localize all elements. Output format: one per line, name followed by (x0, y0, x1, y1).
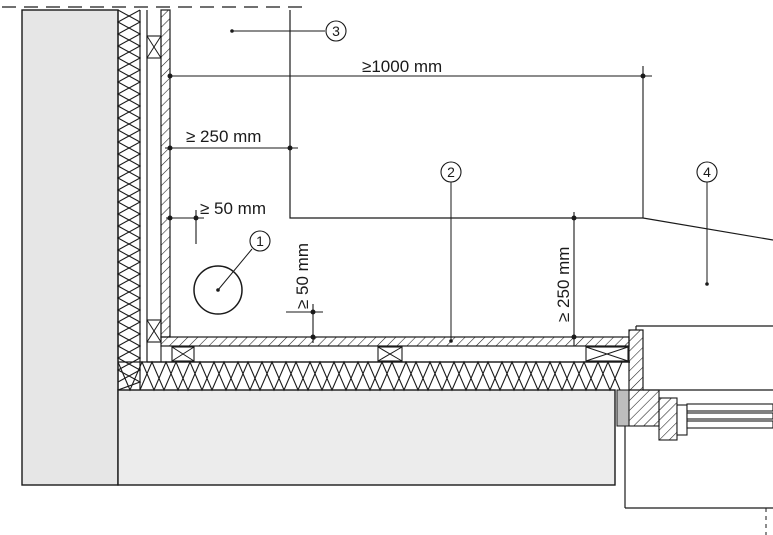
pipe-circle (193, 265, 243, 315)
floor-board (160, 336, 630, 347)
floor-end-trim (628, 325, 773, 391)
dimension-250-horizontal (165, 145, 298, 151)
label-dim-250-horizontal: ≥ 250 mm (186, 127, 261, 146)
callout-1 (249, 230, 271, 252)
callout-3 (230, 20, 347, 42)
threshold-detail (616, 389, 773, 535)
dimension-250-vertical (546, 212, 582, 346)
callout-4 (696, 161, 718, 286)
floor-slab (117, 389, 616, 486)
zone-boundary-line (289, 10, 773, 241)
label-dim-250-vertical: ≥ 250 mm (554, 247, 573, 322)
wall-batten-layer (146, 10, 162, 362)
dimension-1000 (167, 66, 652, 218)
callout-2 (440, 161, 462, 343)
masonry-wall (21, 9, 119, 486)
callout-2-label: 2 (447, 164, 455, 180)
floor-batten-layer (147, 346, 630, 363)
callout-4-label: 4 (703, 164, 711, 180)
label-dim-1000: ≥1000 mm (362, 57, 442, 76)
label-dim-50-horizontal: ≥ 50 mm (200, 199, 266, 218)
wall-insulation (116, 9, 142, 391)
floor-insulation (117, 360, 630, 392)
dimension-50-horizontal (166, 210, 204, 244)
callout-3-label: 3 (332, 23, 340, 39)
callout-1-label: 1 (256, 233, 264, 249)
wall-board (160, 9, 171, 338)
label-dim-50-vertical: ≥ 50 mm (293, 243, 312, 309)
dimension-50-vertical (286, 304, 323, 343)
